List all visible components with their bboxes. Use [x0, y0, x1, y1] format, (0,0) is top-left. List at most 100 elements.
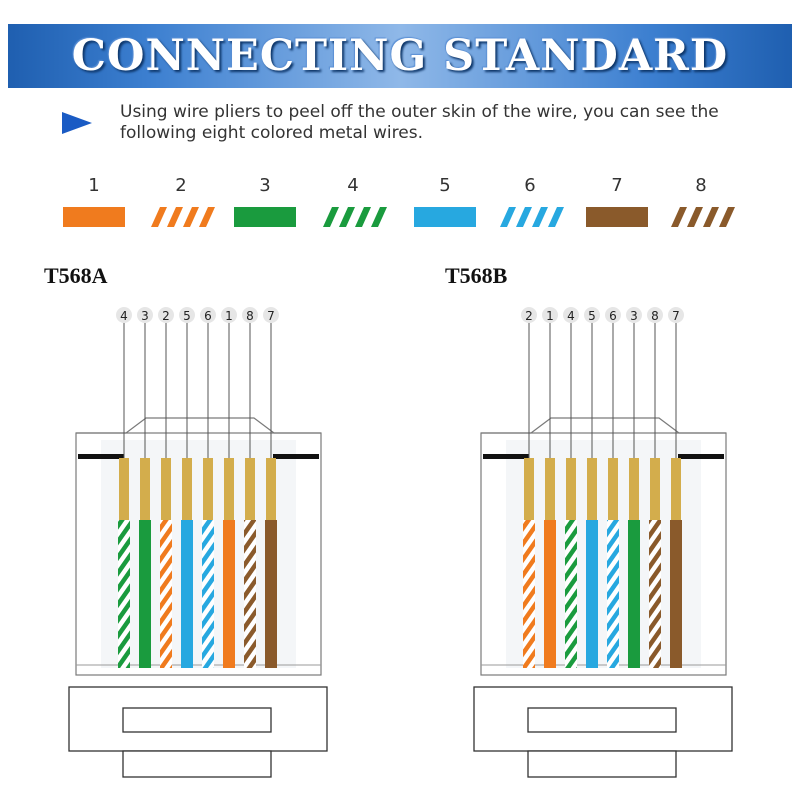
- connector-cable: [122, 750, 272, 778]
- legend-number: 4: [347, 175, 358, 196]
- pin-label: 6: [609, 309, 617, 323]
- wire-insulation: [223, 520, 235, 668]
- gold-contact: [119, 458, 129, 520]
- wire: 3: [137, 307, 153, 668]
- pin-label: 1: [546, 309, 554, 323]
- legend-swatch-striped: [671, 207, 735, 227]
- legend-number: 3: [259, 175, 270, 196]
- pin-label-circle: [584, 307, 600, 323]
- pin-label-circle: [668, 307, 684, 323]
- pin-label-circle: [626, 307, 642, 323]
- gold-contact: [161, 458, 171, 520]
- legend-number: 6: [524, 175, 535, 196]
- pin-label: 5: [588, 309, 596, 323]
- gold-contact: [266, 458, 276, 520]
- pin-label: 3: [141, 309, 149, 323]
- wire-insulation: [265, 520, 277, 668]
- connector-black-stripe: [78, 454, 124, 459]
- pin-label: 4: [567, 309, 575, 323]
- wire-insulation: [181, 520, 193, 668]
- connector-inner-shade: [101, 440, 296, 668]
- wire: 3: [626, 307, 642, 668]
- gold-contact: [671, 458, 681, 520]
- wire-insulation: [202, 520, 214, 668]
- pin-label: 7: [267, 309, 275, 323]
- pin-label-circle: [542, 307, 558, 323]
- pin-label-circle: [242, 307, 258, 323]
- wire: 7: [668, 307, 684, 668]
- wire: 5: [179, 307, 195, 668]
- gold-contact: [587, 458, 597, 520]
- intro-text: Using wire pliers to peel off the outer …: [120, 102, 719, 143]
- pin-label-circle: [221, 307, 237, 323]
- wire-insulation: [523, 520, 535, 668]
- legend-number: 8: [695, 175, 706, 196]
- wire: 4: [563, 307, 579, 668]
- standard-heading-a: T568A: [44, 263, 108, 288]
- wire: 6: [605, 307, 621, 668]
- pin-label-circle: [200, 307, 216, 323]
- legend-swatch-solid: [414, 207, 476, 227]
- legend-swatch-striped: [500, 207, 564, 227]
- wire-insulation: [244, 520, 256, 668]
- gold-contact: [224, 458, 234, 520]
- gold-contact: [566, 458, 576, 520]
- wire-insulation: [544, 520, 556, 668]
- gold-contact: [608, 458, 618, 520]
- legend-swatch-solid: [63, 207, 125, 227]
- pin-label: 2: [525, 309, 533, 323]
- wire: 7: [263, 307, 279, 668]
- pin-label: 4: [120, 309, 128, 323]
- pin-label: 7: [672, 309, 680, 323]
- legend-swatch-striped: [323, 207, 387, 227]
- wire: 2: [521, 307, 537, 668]
- legend-number: 2: [175, 175, 186, 196]
- connector-top-outline: [481, 417, 726, 434]
- connector-cable: [527, 750, 677, 778]
- wire-insulation: [565, 520, 577, 668]
- pin-label: 8: [651, 309, 659, 323]
- wire-insulation: [628, 520, 640, 668]
- wire: 1: [221, 307, 237, 668]
- legend-number: 7: [611, 175, 622, 196]
- connector-inner-shade: [506, 440, 701, 668]
- title-banner: CONNECTING STANDARD: [8, 24, 792, 88]
- page-title: CONNECTING STANDARD: [71, 31, 729, 81]
- legend-swatch-solid: [234, 207, 296, 227]
- pin-label: 6: [204, 309, 212, 323]
- connector-boot-window: [122, 707, 272, 733]
- gold-contact: [182, 458, 192, 520]
- connector-black-stripe: [678, 454, 724, 459]
- wire-insulation: [586, 520, 598, 668]
- gold-contact: [545, 458, 555, 520]
- wire: 2: [158, 307, 174, 668]
- pin-label-circle: [605, 307, 621, 323]
- wire-insulation: [139, 520, 151, 668]
- pin-label: 3: [630, 309, 638, 323]
- triangle-bullet-icon: [62, 112, 92, 134]
- legend-number: 1: [88, 175, 99, 196]
- wire: 1: [542, 307, 558, 668]
- pin-label-circle: [563, 307, 579, 323]
- pin-label: 5: [183, 309, 191, 323]
- pin-label-circle: [179, 307, 195, 323]
- pin-label-circle: [137, 307, 153, 323]
- wire-insulation: [670, 520, 682, 668]
- pin-label-circle: [647, 307, 663, 323]
- wire-insulation: [118, 520, 130, 668]
- wire: 4: [116, 307, 132, 668]
- gold-contact: [245, 458, 255, 520]
- pin-label-circle: [116, 307, 132, 323]
- wire: 6: [200, 307, 216, 668]
- wire-insulation: [160, 520, 172, 668]
- wire-insulation: [607, 520, 619, 668]
- gold-contact: [140, 458, 150, 520]
- wire: 5: [584, 307, 600, 668]
- gold-contact: [629, 458, 639, 520]
- connector-top-outline: [76, 417, 321, 434]
- wire: 8: [647, 307, 663, 668]
